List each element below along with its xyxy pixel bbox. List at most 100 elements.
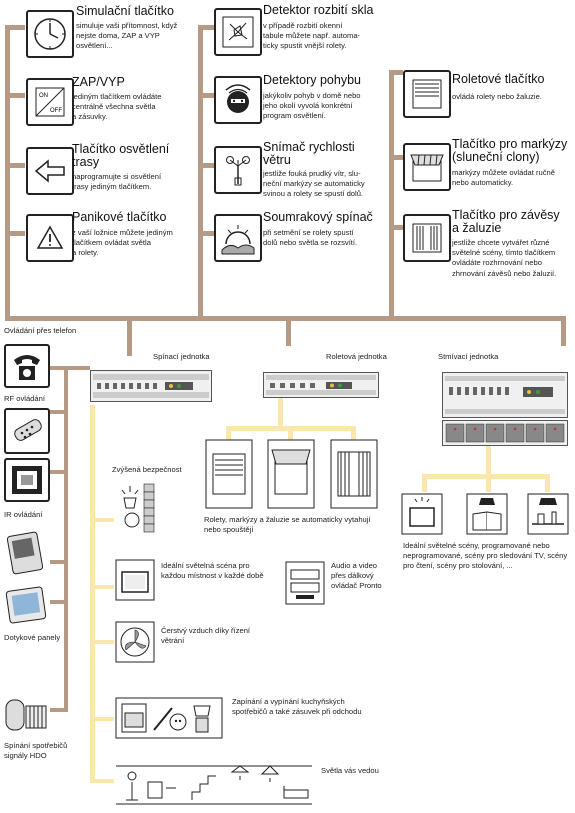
roller-shutter-icon[interactable] [403, 70, 451, 118]
twilight-switch-title: Soumrakový spínač [263, 210, 373, 224]
simulation-button-title: Simulační tlačítko [76, 4, 174, 18]
bus-wire [127, 316, 132, 356]
light-wire [422, 474, 427, 492]
awning-icon[interactable] [403, 143, 451, 191]
ir-control-label: IR ovládání [4, 510, 43, 519]
curtains-icon[interactable] [403, 214, 451, 262]
broken-glass-icon[interactable] [214, 8, 262, 56]
shutter-unit[interactable] [263, 372, 379, 398]
on-off-title: ZAP/VYP [72, 75, 125, 89]
panic-button-title: Panikové tlačítko [72, 210, 167, 224]
bus-wire [198, 163, 214, 168]
warning-icon[interactable] [26, 214, 74, 262]
light-wire [90, 518, 114, 522]
guiding-lights-icon [114, 760, 314, 808]
tv-lamp-icon [400, 492, 444, 536]
glass-break-detector-title: Detektor rozbití skla [263, 3, 374, 17]
dimming-unit[interactable] [442, 372, 568, 418]
bus-wire [50, 366, 90, 370]
on-off-switch-icon[interactable]: ON OFF [26, 78, 74, 126]
wind-sensor-icon[interactable] [214, 146, 262, 194]
light-wire [90, 717, 114, 721]
bus-wire [5, 163, 25, 168]
bus-wire [50, 470, 68, 474]
security-light-icon [114, 480, 156, 536]
bus-wire [389, 155, 403, 160]
hdo-receiver-icon[interactable] [4, 696, 50, 734]
bus-wire [50, 560, 68, 564]
ir-receiver-icon[interactable] [4, 458, 50, 502]
ir-remote-icon[interactable] [4, 530, 46, 576]
light-wire [545, 474, 550, 492]
bus-wire [198, 25, 203, 320]
twilight-switch-icon[interactable] [214, 214, 262, 262]
bus-wire [50, 410, 68, 414]
bus-wire [5, 93, 25, 98]
svg-text:ON: ON [39, 93, 48, 99]
audio-video-icon [284, 560, 326, 606]
bus-wire [389, 70, 403, 75]
motion-detectors-title: Detektory pohybu [263, 73, 361, 87]
switching-unit[interactable] [90, 370, 212, 402]
wind-sensor-desc: jestliže fouká prudký vítr, slu-neční ma… [263, 169, 365, 199]
motion-detector-icon[interactable] [214, 76, 262, 124]
awning-window-icon [266, 438, 316, 510]
light-wire [90, 640, 114, 644]
bus-wire [389, 70, 394, 320]
light-wire [288, 426, 293, 440]
light-wire [90, 585, 114, 589]
rf-remote-icon[interactable] [4, 408, 50, 454]
bus-wire [50, 600, 68, 604]
light-wire [226, 426, 231, 440]
arrow-left-icon[interactable] [26, 147, 74, 195]
touch-panel-icon[interactable] [4, 585, 48, 627]
light-wire [351, 426, 356, 440]
rf-control-label: RF ovládání [4, 394, 45, 403]
reading-lamp-icon [465, 492, 509, 536]
bus-wire [5, 25, 25, 30]
bus-wire [198, 93, 214, 98]
phone-control-label: Ovládání přes telefon [4, 326, 77, 335]
light-wire [486, 446, 491, 476]
awning-button-title: Tlačítko pro markýzy(sluneční clony) [452, 137, 568, 164]
clock-icon[interactable] [26, 10, 74, 58]
shutter-button-desc: ovládá rolety nebo žaluzie. [452, 92, 542, 101]
bus-wire [50, 708, 68, 712]
switching-unit-label: Spínací jednotka [153, 352, 210, 361]
bus-wire [5, 316, 566, 321]
dimming-module-row [442, 420, 568, 446]
fan-icon [114, 620, 156, 664]
security-label: Zvýšená bezpečnost [112, 465, 182, 474]
bus-wire [198, 25, 214, 30]
light-wire [90, 779, 114, 783]
light-wire [90, 405, 95, 783]
curtain-window-icon [329, 438, 379, 510]
kitchen-appliances-icon [114, 696, 224, 740]
bus-wire [5, 231, 25, 236]
shutter-unit-label: Roletová jednotka [326, 352, 387, 361]
light-guide-label: Světla vás vedou [321, 766, 379, 775]
telephone-icon[interactable] [4, 344, 50, 388]
touch-panels-label: Dotykové panely [4, 633, 61, 642]
shutter-window-icon [204, 438, 254, 510]
svg-text:OFF: OFF [50, 108, 62, 114]
light-wire [486, 474, 491, 492]
dining-lamp-icon [526, 492, 570, 536]
tv-scene-icon [114, 558, 156, 602]
dimming-note: Ideální světelné scény, programované neb… [403, 541, 568, 570]
